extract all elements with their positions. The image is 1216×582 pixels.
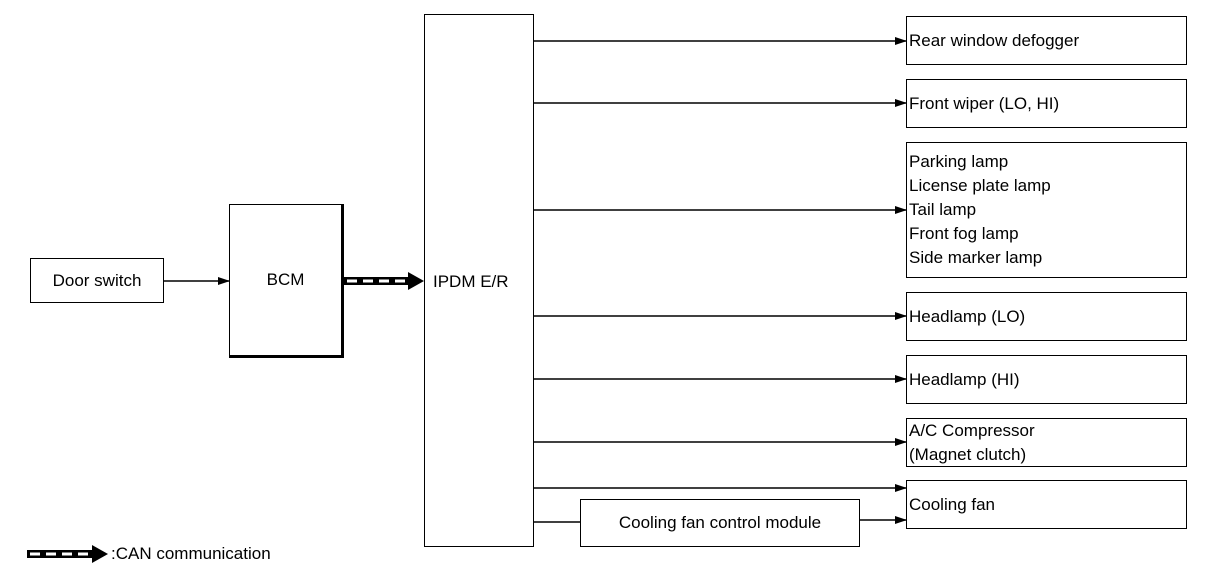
lamp-item-side-marker: Side marker lamp (909, 248, 1043, 267)
bcm-label: BCM (266, 270, 305, 289)
headlamp-lo-box: Headlamp (LO) (906, 292, 1187, 341)
front-wiper-label: Front wiper (LO, HI) (909, 94, 1060, 113)
fan-control-module-box: Cooling fan control module (580, 499, 860, 547)
cooling-fan-label: Cooling fan (909, 495, 996, 514)
lamp-item-parking: Parking lamp (909, 152, 1009, 171)
headlamp-hi-label: Headlamp (HI) (909, 370, 1020, 389)
lamp-item-license-plate: License plate lamp (909, 176, 1051, 195)
headlamp-hi-box: Headlamp (HI) (906, 355, 1187, 404)
rear-defogger-label: Rear window defogger (909, 31, 1080, 50)
door-switch-label: Door switch (52, 270, 142, 290)
ac-compressor-text: A/C Compressor (Magnet clutch) (909, 419, 1035, 467)
bcm-box: BCM (229, 204, 344, 358)
cooling-fan-box: Cooling fan (906, 480, 1187, 529)
legend-can-label: :CAN communication (111, 544, 271, 563)
rear-defogger-box: Rear window defogger (906, 16, 1187, 65)
lamps-box: Parking lamp License plate lamp Tail lam… (906, 142, 1187, 278)
ipdm-label: IPDM E/R (433, 272, 509, 291)
lamps-list: Parking lamp License plate lamp Tail lam… (909, 150, 1051, 270)
ac-magnet-clutch-label: (Magnet clutch) (909, 445, 1027, 464)
ac-compressor-label: A/C Compressor (909, 421, 1035, 440)
can-bcm-to-ipdm-line (344, 272, 424, 290)
ac-compressor-box: A/C Compressor (Magnet clutch) (906, 418, 1187, 467)
legend-can-symbol (27, 545, 108, 563)
ipdm-box: IPDM E/R (424, 14, 534, 547)
lamp-item-tail: Tail lamp (909, 200, 977, 219)
fan-control-module-label: Cooling fan control module (618, 513, 822, 532)
headlamp-lo-label: Headlamp (LO) (909, 307, 1026, 326)
front-wiper-box: Front wiper (LO, HI) (906, 79, 1187, 128)
door-switch-box: Door switch (30, 258, 164, 303)
lamp-item-front-fog: Front fog lamp (909, 224, 1019, 243)
